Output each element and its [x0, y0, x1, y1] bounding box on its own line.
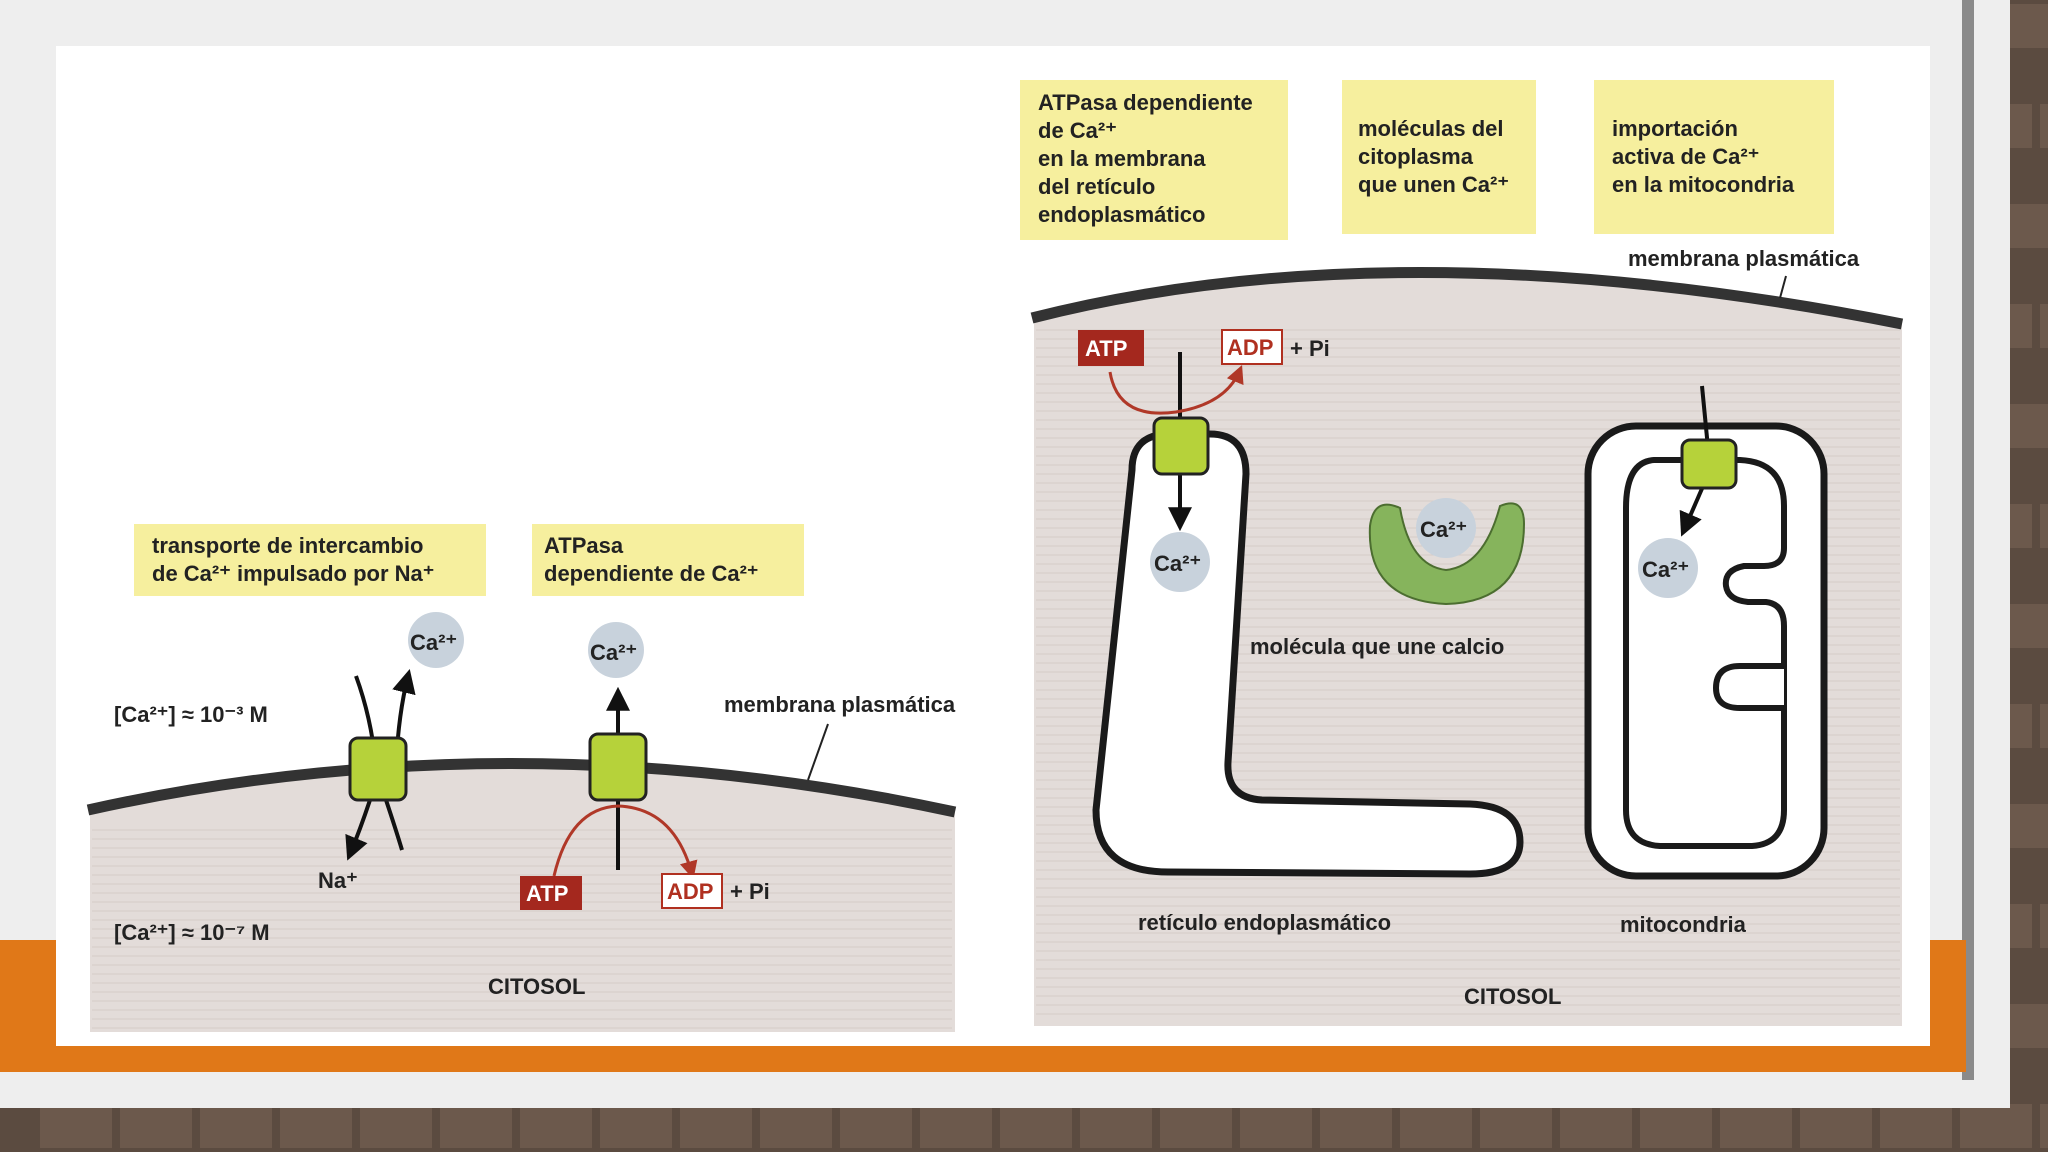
na-ca-exchanger-protein — [348, 736, 408, 802]
bound-ca-label: Ca²⁺ — [1420, 517, 1467, 542]
brick — [1240, 1104, 1312, 1148]
right-atp-hydrolysis-arrow — [1108, 365, 1244, 415]
brick — [1560, 1104, 1632, 1148]
brick — [1640, 1104, 1712, 1148]
mito-ca-import-arrow — [1679, 483, 1706, 537]
right-atp-box — [1078, 330, 1144, 366]
mito-ca-ion — [1638, 538, 1698, 598]
right-cytosol-label: CITOSOL — [1464, 984, 1561, 1009]
brick — [760, 1104, 832, 1148]
brick — [2040, 504, 2048, 548]
right-label-box-binding-molecules — [1342, 80, 1536, 234]
left-adp-label: ADP — [667, 879, 713, 904]
left-ca-ion-atpase — [588, 622, 644, 678]
binder-label: molécula que une calcio — [1250, 634, 1504, 659]
left-label-exchanger: transporte de intercambio de Ca²⁺ impuls… — [152, 533, 434, 586]
brick — [280, 1104, 352, 1148]
left-panel: transporte de intercambio de Ca²⁺ impuls… — [86, 524, 957, 1032]
right-pi-label: + Pi — [1290, 336, 1330, 361]
right-plasma-membrane — [1030, 267, 1904, 330]
er-ca-ion — [1150, 532, 1210, 592]
brick — [680, 1104, 752, 1148]
right-label-box-mito-import — [1594, 80, 1834, 234]
left-plasma-membrane — [86, 758, 957, 818]
right-adp-box — [1221, 329, 1283, 365]
mitochondrial-ca-importer — [1680, 438, 1738, 490]
brick — [840, 1104, 912, 1148]
right-label-er-atpase: ATPasa dependiente de Ca²⁺ en la membran… — [1038, 90, 1259, 227]
plasma-membrane-ca-atpase — [588, 732, 648, 802]
concentration-outside: [Ca²⁺] ≈ 10⁻³ M — [114, 702, 268, 727]
brick — [1480, 1104, 1552, 1148]
brick — [1160, 1104, 1232, 1148]
brick — [1800, 1104, 1872, 1148]
brick — [440, 1104, 512, 1148]
right-label-mito-import: importación activa de Ca²⁺ en la mitocon… — [1612, 116, 1795, 197]
exchanger-line-out — [384, 799, 404, 851]
mito-ca-label: Ca²⁺ — [1642, 557, 1689, 582]
concentration-cytosol: [Ca²⁺] ≈ 10⁻⁷ M — [114, 920, 270, 945]
na-label: Na⁺ — [318, 868, 358, 893]
brick — [1720, 1104, 1792, 1148]
er-ca-label: Ca²⁺ — [1154, 551, 1201, 576]
brick — [1080, 1104, 1152, 1148]
brick — [600, 1104, 672, 1148]
right-membrane-label: membrana plasmática — [1628, 246, 1860, 271]
exchanger-na-in-arrow — [345, 799, 372, 861]
left-label-atpase: ATPasa dependiente de Ca²⁺ — [544, 533, 759, 586]
brick — [920, 1104, 992, 1148]
brick — [360, 1104, 432, 1148]
left-cytosol-label: CITOSOL — [488, 974, 585, 999]
brick — [1880, 1104, 1952, 1148]
right-label-box-er-atpase — [1020, 80, 1288, 240]
mito-label: mitocondria — [1620, 912, 1747, 937]
brick — [1000, 1104, 1072, 1148]
brick — [520, 1104, 592, 1148]
left-atp-hydrolysis-arrow — [552, 804, 698, 880]
left-ca-label-atpase: Ca²⁺ — [590, 640, 637, 665]
mitochondrion-crista — [1713, 663, 1784, 711]
left-atp-label: ATP — [526, 881, 568, 906]
left-membrane-leader — [807, 723, 829, 781]
left-ca-label-exchanger: Ca²⁺ — [410, 630, 457, 655]
left-ca-ion-exchanger — [408, 612, 464, 668]
right-label-binding-molecules: moléculas del citoplasma que unen Ca²⁺ — [1358, 116, 1510, 197]
left-atp-box — [520, 876, 582, 910]
brick — [120, 1104, 192, 1148]
left-label-box-exchanger — [134, 524, 486, 596]
right-membrane-leader — [1779, 275, 1787, 299]
brick — [2040, 704, 2048, 748]
brick — [2040, 304, 2048, 348]
brick — [40, 1104, 112, 1148]
brick — [2040, 904, 2048, 948]
brick — [1400, 1104, 1472, 1148]
calcium-binding-molecule — [1368, 502, 1526, 606]
brick — [2040, 104, 2048, 148]
left-pi-label: + Pi — [730, 879, 770, 904]
left-label-box-atpase — [532, 524, 804, 596]
right-panel: ATPasa dependiente de Ca²⁺ en la membran… — [1020, 80, 1904, 1026]
brick — [200, 1104, 272, 1148]
bound-ca-ion — [1416, 498, 1476, 558]
left-adp-box — [661, 873, 723, 909]
brick — [1320, 1104, 1392, 1148]
right-atp-label: ATP — [1085, 336, 1127, 361]
er-membrane-ca-atpase — [1152, 416, 1210, 476]
left-membrane-label: membrana plasmática — [724, 692, 956, 717]
slide-edge — [1962, 0, 1974, 1080]
brick — [1960, 1104, 2032, 1148]
right-adp-label: ADP — [1227, 335, 1273, 360]
mitochondrion-inner-membrane — [1623, 457, 1787, 849]
brick — [2040, 1104, 2048, 1148]
mito-import-line — [1700, 385, 1710, 449]
er-label: retículo endoplasmático — [1138, 910, 1391, 935]
